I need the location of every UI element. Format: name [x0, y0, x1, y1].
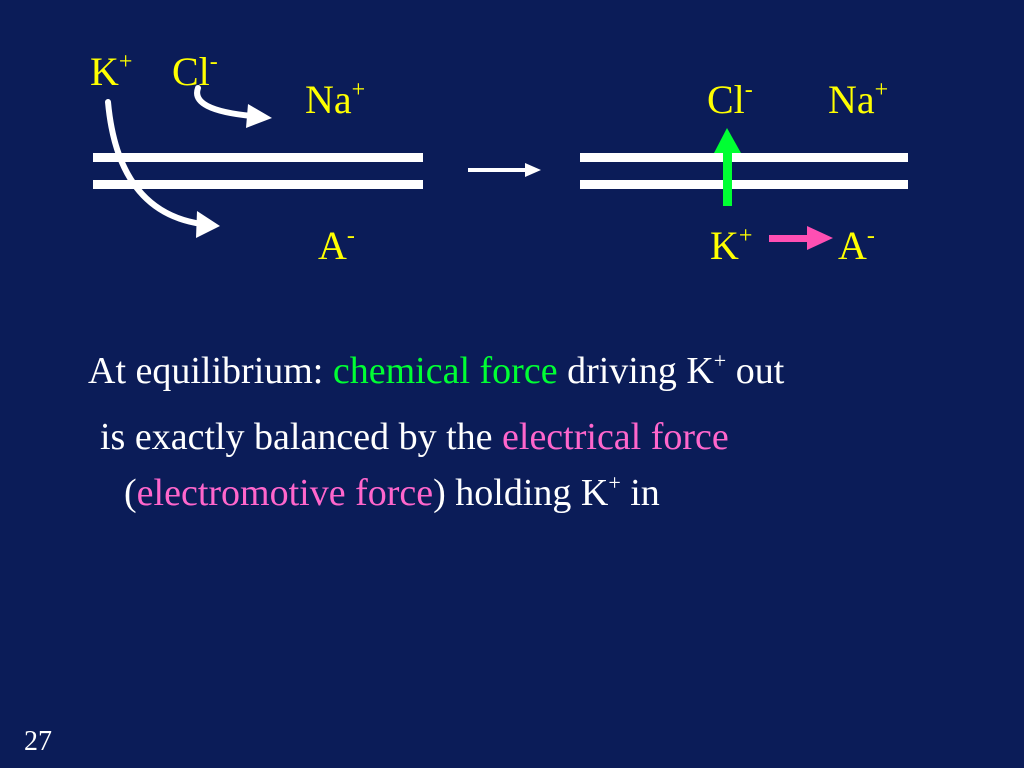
- line3-sup: +: [608, 470, 621, 495]
- curved-arrow-head-icon: [196, 211, 220, 238]
- right-membrane-top: [580, 153, 908, 162]
- line1-sup: +: [713, 348, 727, 373]
- right-na-ion-label: Na+: [828, 77, 889, 122]
- left-membrane-top: [93, 153, 423, 162]
- equilibrium-text-line-1: At equilibrium: chemical force driving K…: [88, 350, 785, 392]
- line1-middle: driving K: [557, 350, 714, 392]
- up-arrow-icon: [714, 128, 741, 153]
- right-a-ion-label: A-: [838, 223, 875, 268]
- electrical-force-text: electrical force: [502, 416, 729, 458]
- electromotive-force-text: electromotive force: [136, 472, 434, 514]
- curved-arrow-head-icon: [246, 104, 272, 128]
- line1-suffix: out: [726, 350, 785, 392]
- curved-arrow-icon: [105, 99, 205, 227]
- green-arrow-shaft: [723, 150, 732, 206]
- left-membrane-bottom: [93, 180, 423, 189]
- equilibrium-text-line-2: is exactly balanced by the electrical fo…: [100, 418, 729, 456]
- right-arrow-head-icon: [525, 163, 541, 177]
- curved-arrow-icon: [194, 85, 255, 119]
- left-a-ion-label: A-: [318, 223, 355, 268]
- line1-prefix: At equilibrium:: [88, 350, 333, 392]
- line3-suffix: in: [620, 472, 660, 514]
- left-na-ion-label: Na+: [305, 77, 366, 122]
- line3-open-paren: (: [124, 472, 137, 514]
- equilibrium-text-line-3: (electromotive force) holding K+ in: [124, 472, 660, 514]
- line3-middle: ) holding K: [433, 472, 609, 514]
- left-k-ion-label: K+: [90, 49, 133, 94]
- right-k-ion-label: K+: [710, 223, 753, 268]
- page-number: 27: [24, 726, 52, 757]
- left-cl-ion-label: Cl-: [172, 49, 218, 94]
- line2-prefix: is exactly balanced by the: [100, 416, 503, 458]
- right-arrow-icon: [807, 226, 833, 250]
- right-cl-ion-label: Cl-: [707, 77, 753, 122]
- right-membrane-bottom: [580, 180, 908, 189]
- chemical-force-text: chemical force: [332, 350, 558, 392]
- pink-arrow-shaft: [769, 235, 809, 242]
